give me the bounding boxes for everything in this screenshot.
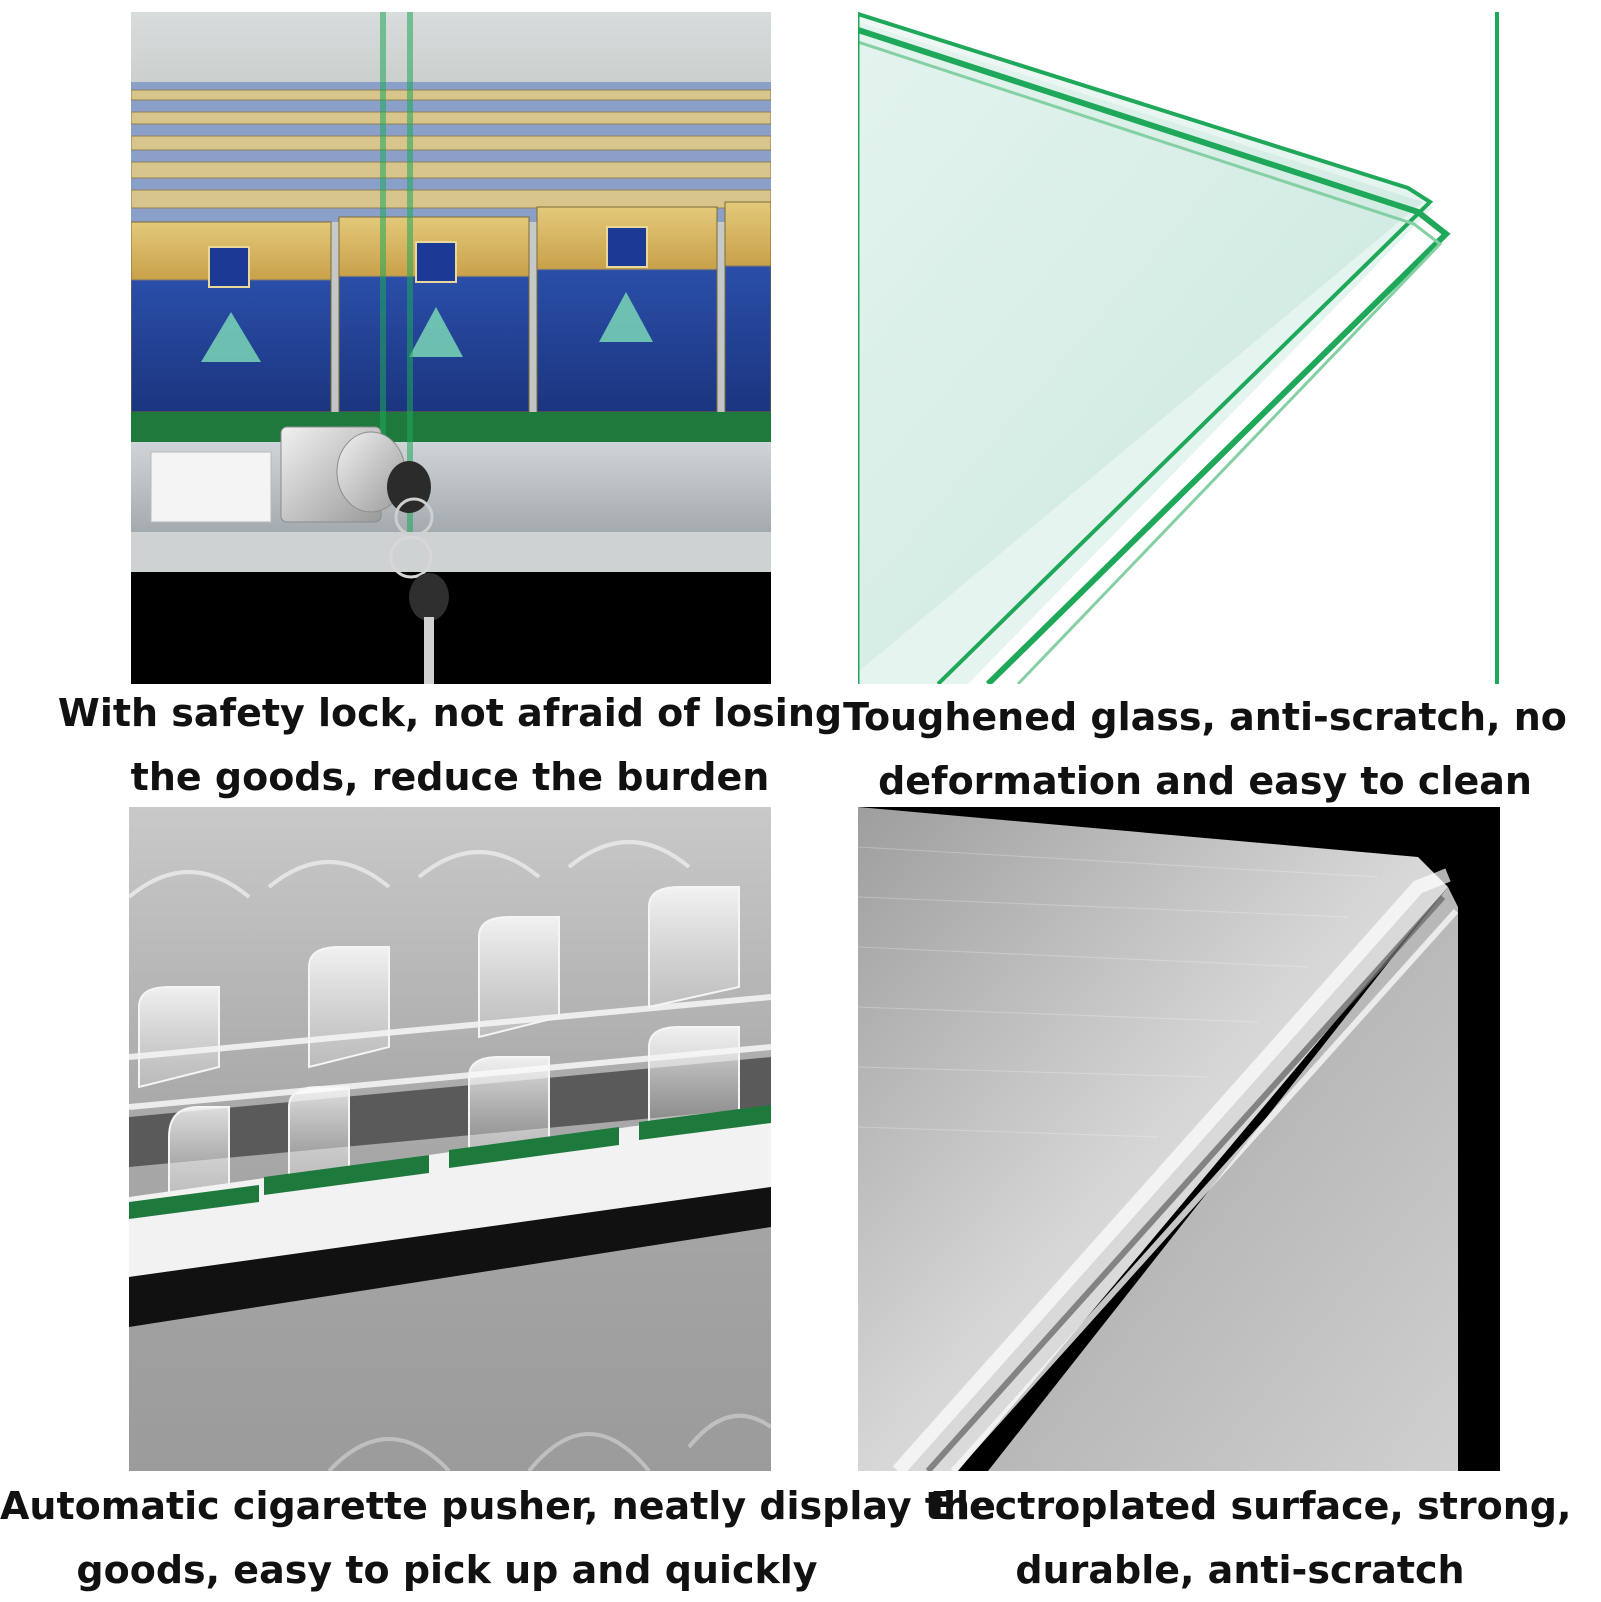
caption-toughened-glass-line2: deformation and easy to clean [878,759,1532,803]
electroplated-surface-photo [858,807,1500,1471]
electroplated-surface-illustration [858,807,1500,1471]
safety-lock-illustration [131,12,771,684]
caption-safety-lock: With safety lock, not afraid of losing t… [30,681,870,809]
caption-electroplated-surface: Electroplated surface, strong, durable, … [930,1474,1572,1602]
caption-toughened-glass-line1: Toughened glass, anti-scratch, no [843,695,1567,739]
caption-safety-lock-line1: With safety lock, not afraid of losing [57,691,843,735]
caption-cigarette-pusher-line1: Automatic cigarette pusher, neatly displ… [0,1484,996,1528]
toughened-glass-photo [858,12,1500,684]
caption-electroplated-surface-line2: durable, anti-scratch [1015,1548,1465,1592]
caption-cigarette-pusher-line2: goods, easy to pick up and quickly [76,1548,818,1592]
caption-toughened-glass: Toughened glass, anti-scratch, no deform… [835,685,1575,813]
cigarette-pusher-photo [129,807,771,1471]
safety-lock-photo [131,12,771,684]
caption-safety-lock-line2: the goods, reduce the burden [130,755,770,799]
cigarette-pusher-illustration [129,840,771,1471]
caption-cigarette-pusher: Automatic cigarette pusher, neatly displ… [0,1474,996,1602]
caption-electroplated-surface-line1: Electroplated surface, strong, [930,1484,1572,1528]
toughened-glass-illustration [858,12,1500,684]
